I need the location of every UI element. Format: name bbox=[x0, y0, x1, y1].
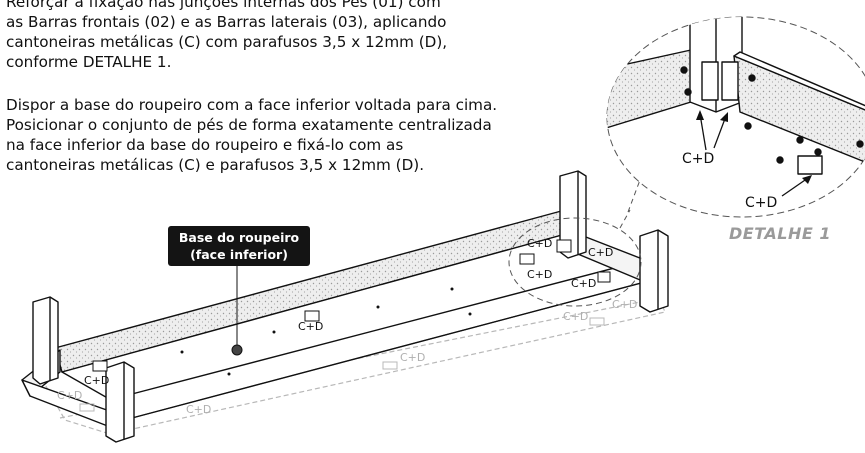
callout-base-label: Base do roupeiro (face inferior) bbox=[168, 226, 310, 266]
detail-part-label: C+D bbox=[682, 151, 714, 167]
ghost-brackets bbox=[79, 317, 605, 412]
bracket bbox=[556, 239, 572, 253]
callout-line-1: Base do roupeiro bbox=[178, 230, 300, 245]
part-label: C+D bbox=[84, 374, 109, 387]
leg-front-left bbox=[105, 361, 135, 443]
ghost-part-label: C+D bbox=[563, 310, 588, 323]
part-label: C+D bbox=[527, 237, 552, 250]
bracket bbox=[304, 310, 320, 322]
leg-front-right bbox=[639, 229, 669, 313]
ghost-part-label: C+D bbox=[612, 298, 637, 311]
frame-bars bbox=[21, 209, 646, 431]
ghost-part-label: C+D bbox=[57, 389, 82, 402]
screw-dots bbox=[180, 287, 472, 376]
detail-source-circle bbox=[508, 217, 642, 307]
callout-pointer-dot bbox=[231, 344, 243, 356]
detail-view bbox=[607, 17, 865, 175]
part-label: C+D bbox=[588, 246, 613, 259]
part-label: C+D bbox=[571, 277, 596, 290]
detail-label: DETALHE 1 bbox=[729, 224, 831, 243]
callout-line-2: (face inferior) bbox=[190, 247, 288, 262]
instruction-step-1: Reforçar a fixação nas junções internas … bbox=[6, 0, 448, 71]
bracket bbox=[519, 253, 535, 265]
part-label: C+D bbox=[298, 320, 323, 333]
ghost-part-label: C+D bbox=[186, 403, 211, 416]
bracket bbox=[597, 271, 611, 283]
detail-part-label: C+D bbox=[745, 195, 777, 211]
legs bbox=[32, 170, 669, 443]
part-label: C+D bbox=[527, 268, 552, 281]
instruction-step-2: Dispor a base do roupeiro com a face inf… bbox=[6, 96, 498, 174]
brackets bbox=[92, 239, 611, 372]
leg-back-left bbox=[32, 296, 59, 385]
bracket bbox=[92, 360, 108, 372]
ghost-part-label: C+D bbox=[400, 351, 425, 364]
